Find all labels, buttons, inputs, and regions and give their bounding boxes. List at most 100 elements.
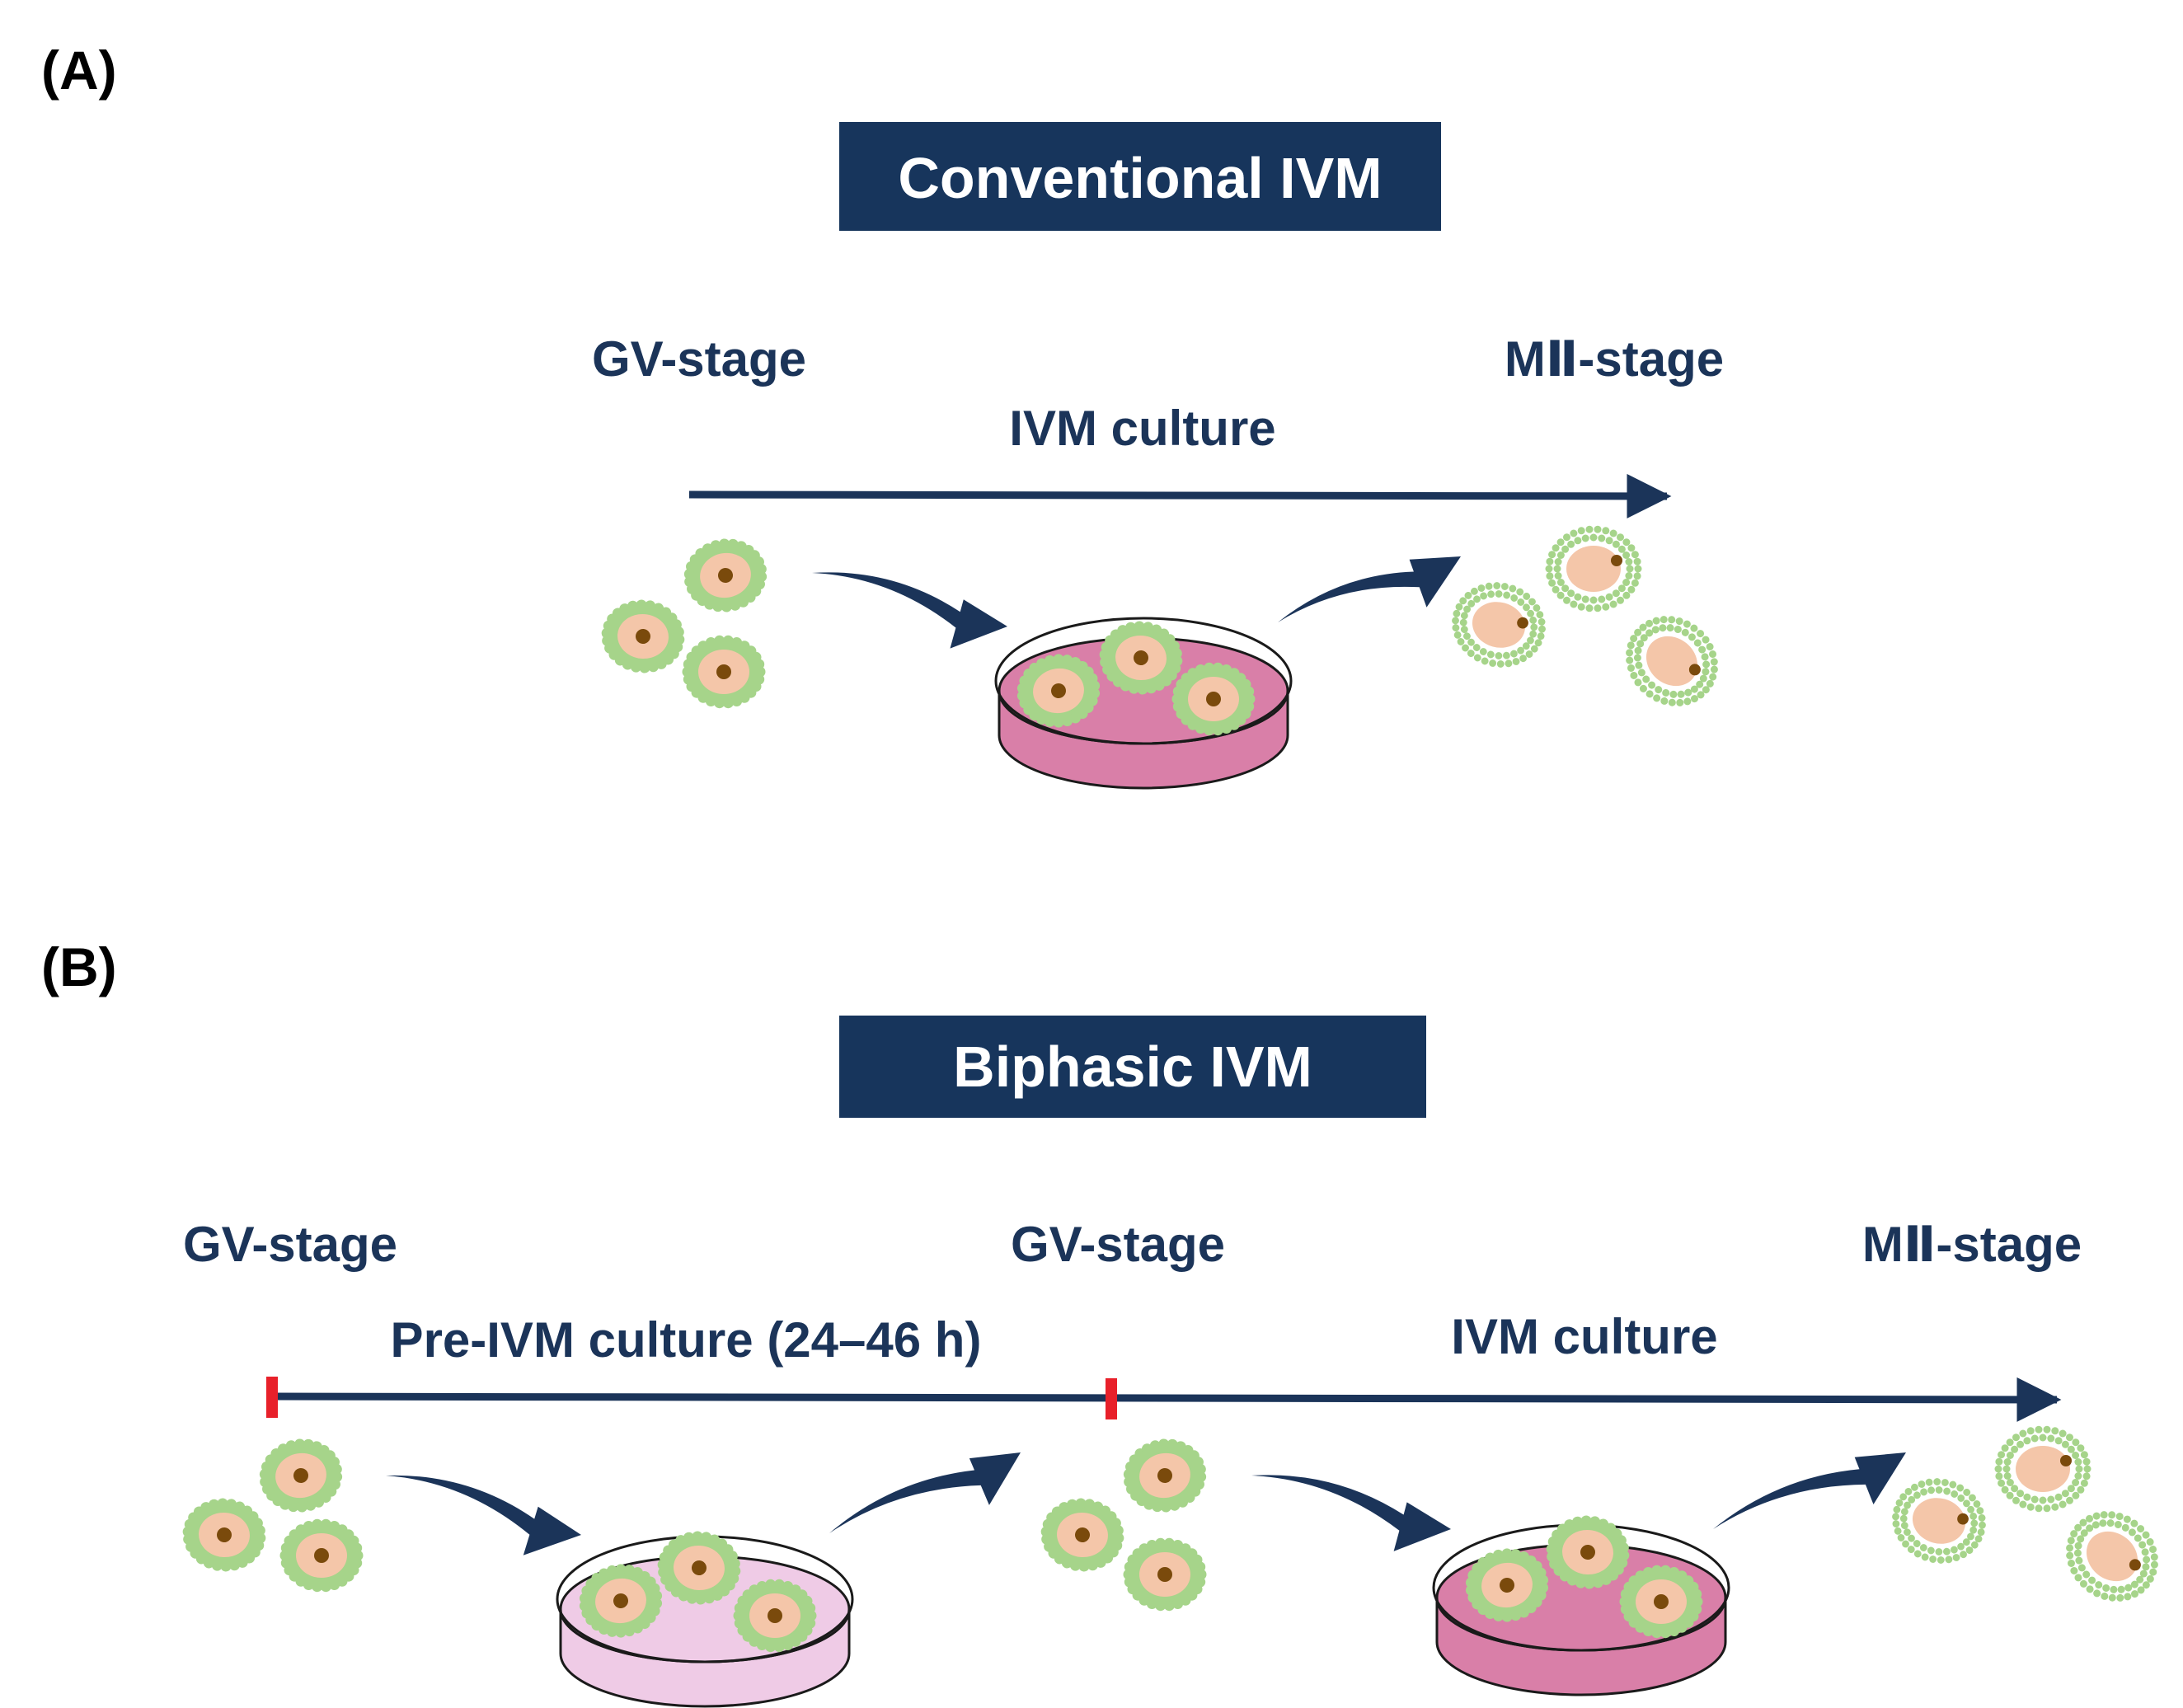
cumulus-cell — [1645, 629, 1654, 637]
gv-oocyte — [601, 599, 685, 673]
cumulus-cell — [1642, 1567, 1654, 1578]
cumulus-cell — [1690, 695, 1698, 703]
cumulus-cell — [1503, 591, 1511, 599]
cumulus-cell — [1149, 1440, 1161, 1452]
germinal-vesicle — [716, 664, 731, 679]
cumulus-cell — [1084, 1499, 1096, 1510]
germinal-vesicle — [692, 1560, 707, 1575]
cumulus-cell — [1691, 1588, 1702, 1600]
cumulus-cell — [2067, 1537, 2075, 1545]
cumulus-cell — [1690, 685, 1698, 693]
cumulus-cell — [2016, 1440, 2025, 1448]
gv-oocyte — [1123, 1438, 1207, 1513]
cumulus-cell — [2117, 1585, 2125, 1593]
cumulus-cell — [647, 661, 659, 673]
cumulus-cell — [1192, 1457, 1204, 1468]
cumulus-cell — [2101, 1592, 2109, 1600]
cumulus-cell — [2082, 1457, 2091, 1466]
cumulus-cell — [2123, 1515, 2131, 1523]
cumulus-cell — [649, 1583, 660, 1594]
cumulus-cell — [1688, 633, 1696, 641]
cumulus-cell — [2082, 1570, 2091, 1579]
cumulus-cell — [773, 1579, 785, 1590]
gv-oocyte — [1099, 621, 1183, 695]
cumulus-cell — [1561, 584, 1570, 593]
panel-b-label: (B) — [41, 936, 117, 997]
cumulus-cell — [1920, 1488, 1928, 1496]
cumulus-cell — [1554, 558, 1562, 565]
cumulus-cell — [2108, 1511, 2116, 1519]
cumulus-cell — [1630, 635, 1638, 643]
cumulus-cell — [312, 1581, 323, 1593]
cumulus-cell — [1536, 611, 1544, 619]
cumulus-cell — [2150, 1553, 2158, 1561]
cumulus-cell — [1602, 527, 1610, 535]
cumulus-cell — [2130, 1580, 2138, 1588]
germinal-vesicle — [1654, 1594, 1669, 1609]
cumulus-cell — [1489, 659, 1497, 667]
cumulus-cell — [1530, 645, 1538, 653]
cumulus-cell — [1710, 658, 1718, 666]
cumulus-cell — [1899, 1493, 1908, 1501]
cumulus-cell — [1668, 616, 1676, 624]
cumulus-cell — [1473, 595, 1481, 603]
cumulus-cell — [1913, 1491, 1921, 1499]
cumulus-cell — [1061, 716, 1073, 727]
germinal-vesicle — [613, 1593, 628, 1608]
cumulus-cell — [1574, 537, 1582, 545]
cumulus-cell — [1636, 640, 1645, 648]
cumulus-cell — [1204, 662, 1215, 673]
cumulus-cell — [1212, 725, 1223, 736]
germinal-vesicle — [1134, 650, 1148, 665]
cumulus-cell — [1676, 698, 1684, 706]
cumulus-cell — [1533, 604, 1541, 612]
panel-b-ivm-dish — [1432, 1515, 1730, 1696]
cumulus-cell — [2116, 1593, 2124, 1602]
cumulus-cell — [1911, 1483, 1918, 1491]
germinal-vesicle — [217, 1527, 232, 1542]
cumulus-cell — [1464, 591, 1472, 599]
cumulus-cell — [2080, 1451, 2088, 1459]
cumulus-cell — [2141, 1548, 2149, 1556]
cumulus-cell — [1677, 690, 1685, 698]
cumulus-cell — [1527, 609, 1534, 617]
cumulus-cell — [2059, 1429, 2067, 1438]
cumulus-cell — [1660, 1565, 1671, 1576]
cumulus-cell — [727, 538, 739, 550]
cumulus-cell — [1075, 1498, 1087, 1509]
cumulus-cell — [1570, 600, 1578, 608]
cumulus-cell — [1706, 679, 1714, 687]
cumulus-cell — [1634, 565, 1642, 573]
cumulus-cell — [1124, 1476, 1135, 1488]
cumulus-cell — [1069, 1560, 1081, 1571]
panel-b-transfer-arrow-4 — [1713, 1452, 1906, 1529]
cumulus-cell — [1580, 1515, 1592, 1527]
cumulus-cell — [1053, 654, 1064, 665]
oocyte-cytoplasm — [1566, 546, 1621, 592]
gv-oocyte — [279, 1518, 364, 1593]
cumulus-cell — [1977, 1528, 1985, 1537]
panel-a-title: Conventional IVM — [898, 146, 1382, 210]
cumulus-cell — [1548, 551, 1556, 559]
panel-a-gv-oocytes — [601, 538, 768, 709]
cumulus-cell — [1702, 686, 1710, 694]
cumulus-cell — [1527, 636, 1534, 645]
cumulus-cell — [2054, 1493, 2063, 1501]
germinal-vesicle — [293, 1468, 308, 1483]
cumulus-cell — [765, 1641, 777, 1653]
cumulus-cell — [1485, 582, 1493, 590]
cumulus-cell — [1509, 1610, 1521, 1621]
cumulus-cell — [1609, 600, 1617, 608]
cumulus-cell — [1659, 624, 1667, 632]
cumulus-cell — [2006, 1479, 2014, 1486]
cumulus-cell — [1627, 664, 1635, 672]
cumulus-cell — [1904, 1528, 1911, 1537]
cumulus-cell — [1950, 1546, 1958, 1554]
cumulus-cell — [1572, 1516, 1584, 1527]
gv-oocyte — [1465, 1548, 1549, 1622]
cumulus-cell — [606, 1626, 617, 1637]
cumulus-cell — [1509, 650, 1518, 658]
cumulus-cell — [1637, 669, 1645, 677]
cumulus-cell — [1221, 723, 1232, 734]
